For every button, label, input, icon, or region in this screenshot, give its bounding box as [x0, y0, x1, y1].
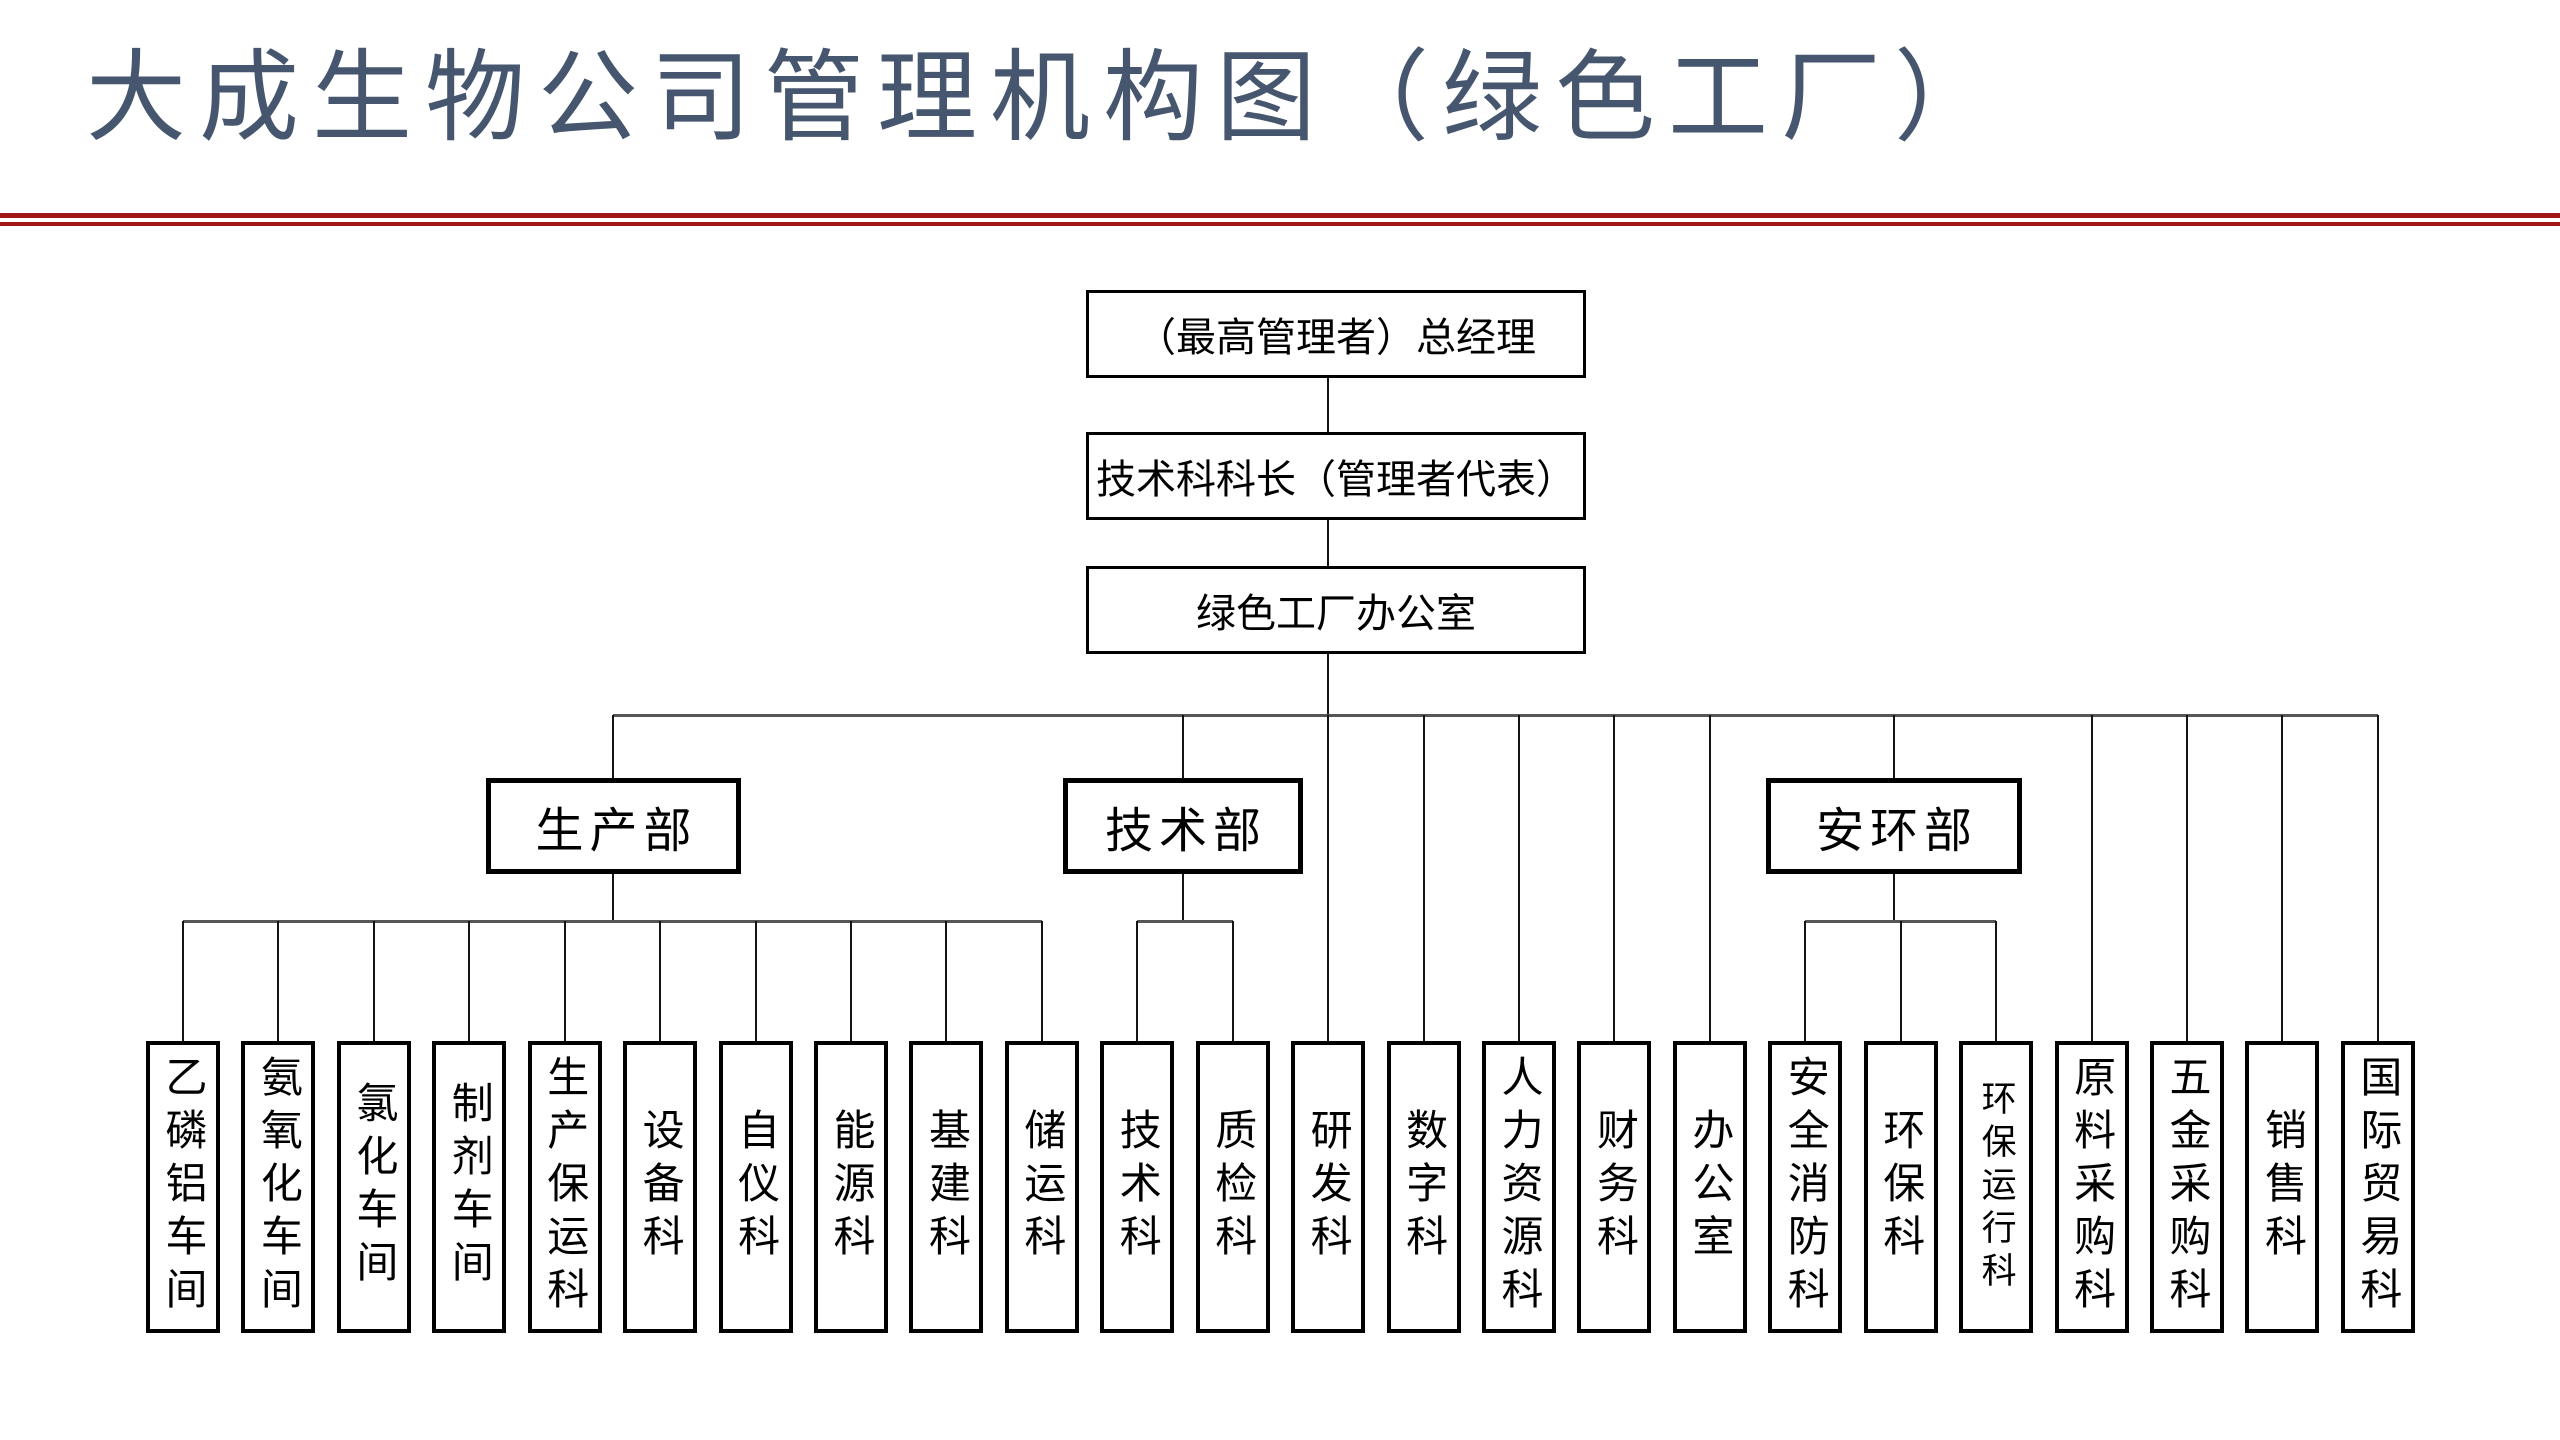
org-unit-label: 自仪科: [732, 1107, 780, 1267]
connector-line: [1327, 520, 1330, 566]
org-unit-box: 氯化车间: [336, 1041, 411, 1333]
org-unit-box: 安全消防科: [1768, 1041, 1843, 1333]
org-unit-label: 乙磷铝车间: [160, 1054, 207, 1320]
org-unit-box: 能源科: [814, 1041, 888, 1333]
org-unit-box: 办公室: [1672, 1041, 1747, 1333]
org-unit-box: 五金采购科: [2150, 1041, 2225, 1333]
org-unit-box: 研发科: [1291, 1041, 1366, 1333]
connector-line: [754, 921, 757, 1041]
org-unit-box: 设备科: [623, 1041, 698, 1333]
org-unit-label: 环保科: [1877, 1107, 1925, 1267]
org-unit-label: 设备科: [637, 1107, 685, 1267]
connector-line: [182, 921, 184, 1041]
title-divider-bottom-rule: [0, 222, 2560, 226]
org-unit-box: 自仪科: [718, 1041, 793, 1333]
connector-line: [612, 874, 614, 921]
connector-line: [1327, 654, 1330, 715]
connector-line: [1040, 921, 1043, 1041]
org-unit-box: 储运科: [1004, 1041, 1079, 1333]
org-unit-label: 环保运行科: [1976, 1079, 2016, 1295]
org-unit-label: 质检科: [1209, 1107, 1257, 1267]
connector-line: [1708, 715, 1711, 1041]
org-unit-label: 财务科: [1591, 1107, 1639, 1267]
org-unit-label: 氨氧化车间: [255, 1054, 303, 1320]
dept-safety-environment: 安环部: [1766, 778, 2022, 874]
org-unit-box: 乙磷铝车间: [146, 1041, 220, 1333]
org-unit-box: 数字科: [1386, 1041, 1461, 1333]
connector-line: [1893, 715, 1895, 778]
connector-line: [613, 714, 2378, 717]
connector-line: [850, 921, 852, 1041]
page-title: 大成生物公司管理机构图（绿色工厂）: [86, 39, 2007, 156]
org-unit-label: 技术科: [1114, 1107, 1162, 1267]
connector-line: [2281, 715, 2284, 1041]
dept-production-label: 生产部: [535, 805, 698, 858]
dept-safety-environment-label: 安环部: [1815, 805, 1978, 858]
org-unit-box: 财务科: [1577, 1041, 1652, 1333]
org-unit-label: 能源科: [828, 1107, 875, 1267]
node-top-manager-label: （最高管理者）总经理: [1136, 316, 1536, 360]
connector-line: [2376, 715, 2379, 1041]
org-unit-label: 氯化车间: [350, 1081, 398, 1293]
org-unit-label: 数字科: [1400, 1107, 1448, 1267]
connector-line: [1327, 378, 1330, 432]
connector-line: [563, 921, 566, 1041]
connector-line: [183, 920, 1042, 923]
node-green-factory-office-label: 绿色工厂办公室: [1196, 592, 1476, 636]
node-manager-representative-label: 技术科科长（管理者代表）: [1096, 458, 1576, 502]
dept-technology: 技术部: [1063, 778, 1303, 874]
org-unit-box: 基建科: [909, 1041, 984, 1333]
connector-line: [612, 715, 614, 778]
org-unit-box: 氨氧化车间: [241, 1041, 316, 1333]
org-unit-box: 质检科: [1195, 1041, 1270, 1333]
connector-line: [372, 921, 375, 1041]
org-unit-box: 销售科: [2245, 1041, 2320, 1333]
org-unit-label: 制剂车间: [446, 1081, 494, 1293]
org-unit-box: 环保科: [1863, 1041, 1938, 1333]
org-unit-label: 生产保运科: [541, 1054, 589, 1320]
org-unit-box: 环保运行科: [1959, 1041, 2034, 1333]
connector-line: [1893, 874, 1895, 921]
org-unit-label: 研发科: [1305, 1107, 1353, 1267]
connector-line: [1136, 921, 1139, 1041]
connector-line: [1804, 921, 1807, 1041]
org-unit-box: 人力资源科: [1482, 1041, 1557, 1333]
org-unit-label: 销售科: [2259, 1107, 2307, 1267]
org-unit-box: 生产保运科: [527, 1041, 602, 1333]
node-manager-representative: 技术科科长（管理者代表）: [1086, 432, 1586, 520]
connector-line: [1518, 715, 1521, 1041]
connector-line: [1899, 921, 1902, 1041]
connector-line: [1182, 874, 1184, 921]
org-unit-label: 基建科: [923, 1107, 971, 1267]
title-divider-top-rule: [0, 213, 2560, 218]
org-unit-label: 人力资源科: [1496, 1054, 1544, 1320]
connector-line: [1422, 715, 1425, 1041]
dept-production: 生产部: [486, 778, 741, 874]
connector-line: [2090, 715, 2093, 1041]
connector-line: [468, 921, 471, 1041]
connector-line: [1327, 715, 1330, 1041]
connector-line: [2186, 715, 2189, 1041]
org-unit-box: 技术科: [1100, 1041, 1175, 1333]
dept-technology-label: 技术部: [1104, 805, 1267, 858]
connector-line: [1231, 921, 1234, 1041]
org-unit-box: 国际贸易科: [2340, 1041, 2415, 1333]
org-unit-label: 储运科: [1018, 1107, 1066, 1267]
org-unit-label: 安全消防科: [1782, 1054, 1830, 1320]
org-unit-label: 原料采购科: [2068, 1054, 2116, 1320]
connector-line: [659, 921, 662, 1041]
connector-line: [1137, 920, 1233, 923]
connector-line: [1182, 715, 1184, 778]
org-unit-box: 制剂车间: [432, 1041, 507, 1333]
connector-line: [277, 921, 280, 1041]
org-unit-label: 国际贸易科: [2354, 1054, 2402, 1320]
connector-line: [1995, 921, 1998, 1041]
org-unit-label: 五金采购科: [2164, 1054, 2212, 1320]
node-green-factory-office: 绿色工厂办公室: [1086, 566, 1586, 654]
connector-line: [945, 921, 948, 1041]
node-top-manager: （最高管理者）总经理: [1086, 290, 1586, 378]
org-unit-label: 办公室: [1686, 1107, 1734, 1267]
connector-line: [1613, 715, 1616, 1041]
org-unit-box: 原料采购科: [2054, 1041, 2129, 1333]
